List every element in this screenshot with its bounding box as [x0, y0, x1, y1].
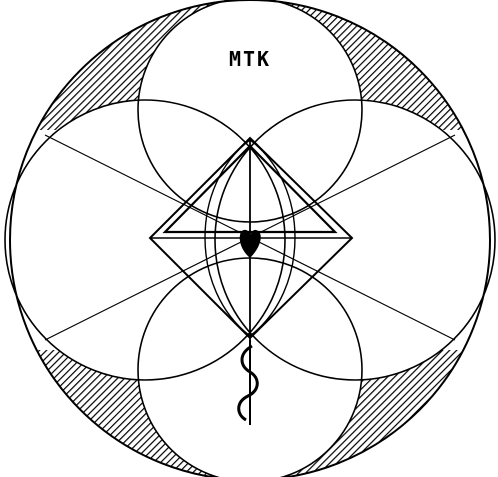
figure-label: MTK [229, 47, 271, 71]
